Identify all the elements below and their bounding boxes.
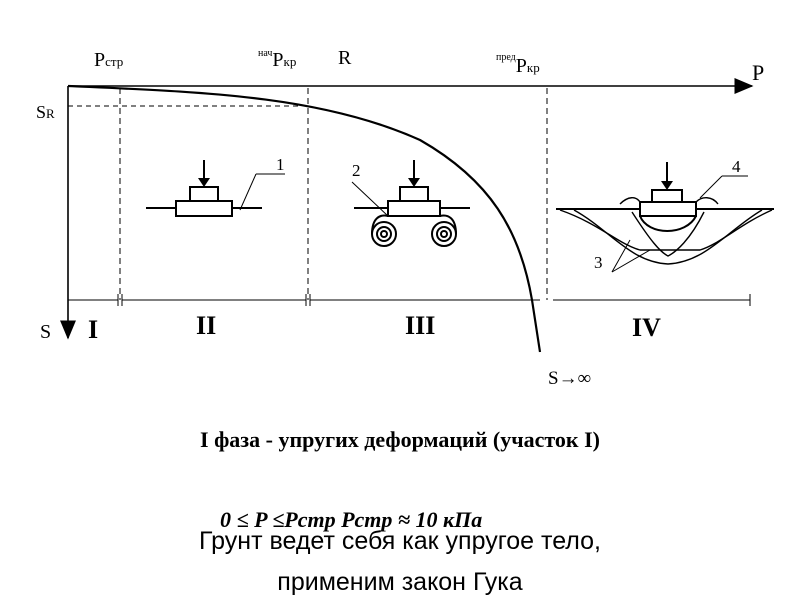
sr-label: SR <box>36 102 55 122</box>
p-kr-start-label: начPкр <box>258 48 296 71</box>
phase-formula: 0 ≤ P ≤Pстр Pстр ≈ 10 кПа <box>220 507 483 532</box>
foundation-sketch-shear <box>351 160 470 247</box>
p-axis-label: P <box>752 60 764 85</box>
s-infinity-label: S→∞ <box>548 368 591 389</box>
zone-label-3: III <box>405 311 435 340</box>
zone-label-4: IV <box>632 313 661 342</box>
phase-title: I фаза - упругих деформаций (участок I) <box>200 427 600 452</box>
foundation-sketch-elastic <box>146 160 285 217</box>
callout-3: 3 <box>594 253 603 272</box>
callout-1: 1 <box>276 155 285 174</box>
settlement-curve <box>67 84 542 353</box>
description-line-2: применим закон Гука <box>277 568 523 596</box>
zone-label-1: I <box>88 315 98 344</box>
description-line-1: Грунт ведет себя как упругое тело, <box>199 527 601 555</box>
callout-4: 4 <box>732 157 741 176</box>
r-label: R <box>338 47 352 69</box>
s-axis-label: S <box>40 321 51 343</box>
p-kr-limit-label: предPкр <box>496 52 540 77</box>
callout-2: 2 <box>352 161 361 180</box>
zone-label-2: II <box>196 311 216 340</box>
foundation-sketch-failure <box>556 162 774 273</box>
phase-description: Грунт ведет себя как упругое тело, приме… <box>0 521 800 603</box>
settlement-diagram: P S S→∞ SR R Pстр начPкр предPкр I II II… <box>36 47 774 389</box>
p-str-label: Pстр <box>94 49 123 71</box>
